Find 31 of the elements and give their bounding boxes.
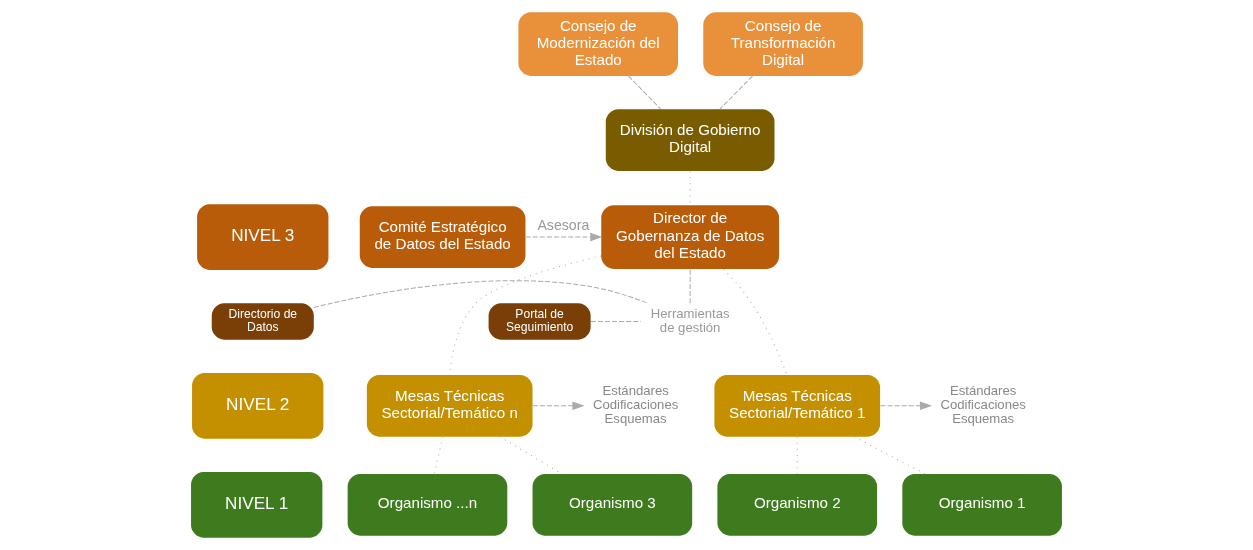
node-box: Organismo 3 <box>532 474 693 536</box>
node-box: Consejo de Transformación Digital <box>703 12 863 76</box>
arrow <box>532 401 585 411</box>
connector <box>689 268 691 304</box>
arrow <box>525 232 603 242</box>
node-box: Mesas Técnicas Sectorial/Temático n <box>366 375 533 437</box>
connector <box>628 75 662 110</box>
node-box: Organismo ...n <box>347 474 508 536</box>
node-box: Mesas Técnicas Sectorial/Temático 1 <box>714 375 881 437</box>
node-box: Directorio de Datos <box>211 303 314 340</box>
node-box: Comité Estratégico de Datos del Estado <box>359 206 526 268</box>
node-box: NIVEL 2 <box>192 373 324 439</box>
connector <box>590 320 642 322</box>
connector <box>433 436 444 475</box>
node-text: Herramientas de gestión <box>650 305 730 335</box>
node-box: NIVEL 3 <box>197 204 329 270</box>
node-text: Estándares Codificaciones Esquemas <box>592 383 679 427</box>
edge-label: Asesora <box>537 217 590 234</box>
arrow <box>879 401 933 411</box>
connector <box>719 75 753 110</box>
connector <box>449 255 602 376</box>
connector <box>853 436 926 475</box>
node-box: Organismo 1 <box>902 474 1062 536</box>
node-box: Organismo 2 <box>717 474 878 536</box>
node-box: Consejo de Modernización del Estado <box>518 12 679 76</box>
node-box: Portal de Seguimiento <box>488 303 591 340</box>
node-box: NIVEL 1 <box>191 472 323 538</box>
node-box: Director de Gobernanza de Datos del Estado <box>601 205 780 269</box>
node-box: División de Gobierno Digital <box>605 109 775 171</box>
node-text: Estándares Codificaciones Esquemas <box>940 383 1026 427</box>
connector <box>313 280 649 308</box>
